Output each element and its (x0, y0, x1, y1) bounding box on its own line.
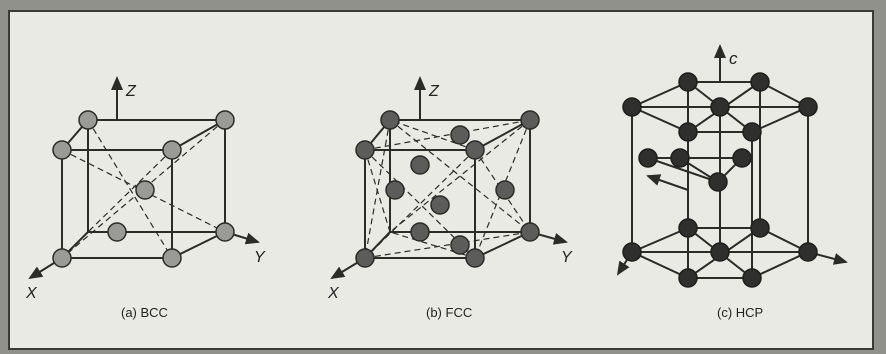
fcc-atom (430, 195, 450, 215)
fcc-atom (465, 140, 485, 160)
hcp-atom (742, 268, 762, 288)
hcp-atom (622, 97, 642, 117)
fcc-atom (355, 248, 375, 268)
fcc-axis-y-label: Y (561, 249, 573, 266)
fcc-atom (410, 222, 430, 242)
bcc-atom (162, 140, 182, 160)
bcc-atom (135, 180, 155, 200)
hcp-atom (622, 242, 642, 262)
fcc-atom (450, 125, 470, 145)
bcc-atom (107, 222, 127, 242)
fcc-atom (520, 222, 540, 242)
bcc-atom (162, 248, 182, 268)
hcp-atom (678, 218, 698, 238)
hcp-atom (750, 72, 770, 92)
bcc-atom (215, 110, 235, 130)
fcc-atom (465, 248, 485, 268)
fcc-caption: (b) FCC (426, 305, 473, 320)
fcc-atom (495, 180, 515, 200)
hcp-atom (638, 148, 658, 168)
bcc-axes (28, 76, 260, 280)
hcp-atom (678, 268, 698, 288)
fcc-axis-z-label: Z (428, 83, 440, 100)
hcp-atom (678, 122, 698, 142)
hcp-atom (678, 72, 698, 92)
hcp-atom (742, 122, 762, 142)
fcc-atom (380, 110, 400, 130)
hcp-atom (708, 172, 728, 192)
fcc-atoms (355, 110, 540, 268)
hcp-atom (670, 148, 690, 168)
hcp-axis-c-label: c (729, 49, 738, 68)
hcp-atom (710, 97, 730, 117)
bcc-atom (215, 222, 235, 242)
fcc-atom (385, 180, 405, 200)
bcc-caption: (a) BCC (121, 305, 168, 320)
bcc-axis-y-label: Y (254, 249, 266, 266)
hcp-atom (750, 218, 770, 238)
hcp-caption: (c) HCP (717, 305, 764, 320)
figure-panel (8, 10, 874, 350)
hcp-atom (732, 148, 752, 168)
bcc-atoms (52, 110, 235, 268)
bcc-axis-x-label: X (25, 285, 38, 302)
bcc-axis-z-label: Z (125, 83, 137, 100)
hcp-atom (798, 97, 818, 117)
hcp-atom (710, 242, 730, 262)
fcc-axis-x-label: X (327, 285, 340, 302)
fcc-atom (410, 155, 430, 175)
hcp-atom (798, 242, 818, 262)
fcc-atom (355, 140, 375, 160)
bcc-atom (52, 140, 72, 160)
hcp-atoms (622, 72, 818, 288)
bcc-atom (52, 248, 72, 268)
bcc-atom (78, 110, 98, 130)
fcc-atom (520, 110, 540, 130)
fcc-atom (450, 235, 470, 255)
